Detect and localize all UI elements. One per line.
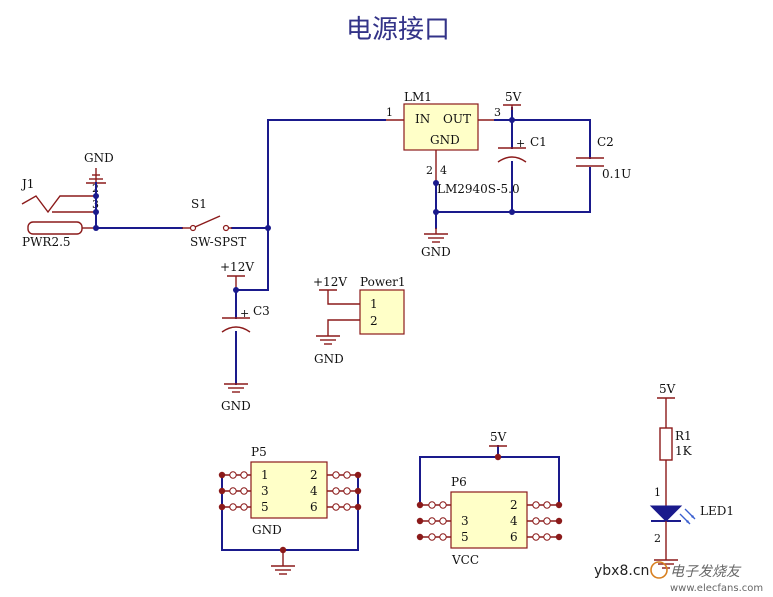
lm1-pin4-num: 4	[440, 164, 447, 177]
power1-pin2: 2	[370, 314, 378, 328]
power1-ref: Power1	[360, 275, 406, 289]
p5-pin4: 4	[310, 484, 318, 498]
watermark-brand: 电子发烧友	[670, 564, 742, 580]
p6-ref: P6	[451, 475, 467, 489]
led1-pin2: 2	[654, 532, 661, 545]
j1-power-jack: J1 PWR2.5 2 3	[20, 177, 99, 249]
lm1-body	[403, 103, 479, 151]
s1-value: SW-SPST	[190, 235, 246, 249]
watermark-url: www.elecfans.com	[670, 583, 763, 594]
power1-connector: Power1 1 2 +12V GND	[313, 275, 406, 366]
power-port-5v-p6: 5V	[489, 430, 507, 447]
led1-pin1: 1	[654, 486, 661, 499]
watermark-logo-icon	[650, 561, 668, 579]
p6-pins	[420, 501, 559, 541]
schematic-title: 电源接口	[346, 15, 450, 45]
c3-plus: +	[240, 307, 249, 320]
lm1-pin2-num: 2	[426, 164, 433, 177]
p5-pin6: 6	[310, 500, 318, 514]
p5-pin2: 2	[310, 468, 318, 482]
p6-pin6: 6	[510, 530, 518, 544]
label-5v-lm1: 5V	[505, 90, 522, 104]
p5-gnd-label: GND	[252, 523, 282, 537]
p5-pins	[222, 471, 358, 511]
power1-pin1: 1	[370, 297, 378, 311]
gnd-c3: GND	[221, 383, 251, 413]
r1-value: 1K	[675, 444, 693, 458]
j1-value: PWR2.5	[22, 235, 71, 249]
lm1-pin-out-label: OUT	[443, 112, 471, 126]
p5-pin1: 1	[261, 468, 269, 482]
gnd-label-c3: GND	[221, 399, 251, 413]
lm1-ref: LM1	[404, 90, 432, 104]
r1-body	[659, 427, 673, 461]
p6-pin2: 2	[510, 498, 518, 512]
power-port-5v-r1: 5V	[657, 382, 676, 399]
p5-ref: P5	[251, 445, 267, 459]
capacitor-c3: + C3	[221, 304, 270, 333]
power1-body	[359, 289, 405, 335]
c2-value: 0.1U	[602, 167, 631, 181]
c1-ref: C1	[530, 135, 547, 149]
switch-s1: S1 SW-SPST	[182, 197, 246, 249]
capacitor-c2: C2 0.1U	[576, 135, 631, 181]
resistor-r1: R1 1K	[659, 427, 693, 461]
p6-pin4: 4	[510, 514, 518, 528]
lm1-pin-gnd-label: GND	[430, 133, 460, 147]
label-12v-c3: +12V	[220, 260, 254, 274]
gnd-label-j1: GND	[84, 151, 114, 165]
c2-ref: C2	[597, 135, 614, 149]
c3-ref: C3	[253, 304, 270, 318]
p6-header: P6 2 3 4 5 6 VCC	[450, 475, 528, 567]
lm1-pin3-num: 3	[494, 106, 501, 119]
wire-input	[95, 119, 386, 229]
p6-body	[450, 491, 528, 549]
gnd-j1: GND	[84, 151, 114, 184]
lm1-pin1-num: 1	[386, 106, 393, 119]
label-5v-p6: 5V	[490, 430, 507, 444]
lm1-pin-in-label: IN	[415, 112, 430, 126]
label-5v-r1: 5V	[659, 382, 676, 396]
power-port-5v-lm1: 5V	[503, 90, 522, 110]
gnd-p5	[271, 550, 295, 575]
p5-body	[250, 461, 328, 519]
lm1-regulator: LM1 IN OUT GND 1 3 2 4 LM2940S-5.0	[385, 90, 520, 196]
p5-header: P5 1 2 3 4 5 6 GND	[250, 445, 328, 537]
watermark: ybx8.cn 电子发烧友 www.elecfans.com	[594, 561, 763, 594]
label-12v-power1: +12V	[313, 275, 347, 289]
power-port-12v-c3: +12V	[220, 260, 254, 290]
led1-ref: LED1	[700, 504, 734, 518]
j1-ref: J1	[20, 177, 34, 191]
s1-ref: S1	[191, 197, 207, 211]
p6-pin5: 5	[461, 530, 469, 544]
p5-pin3: 3	[261, 484, 269, 498]
gnd-label-lm1: GND	[421, 245, 451, 259]
gnd-lm1: GND	[421, 228, 451, 259]
capacitor-c1: + C1	[497, 135, 547, 163]
r1-ref: R1	[675, 429, 692, 443]
lm1-value: LM2940S-5.0	[437, 182, 520, 196]
p6-pin3: 3	[461, 514, 469, 528]
p6-vcc-label: VCC	[451, 553, 479, 567]
led-led1: 1 LED1 2	[649, 486, 734, 545]
c1-plus: +	[516, 137, 525, 150]
watermark-site: ybx8.cn	[594, 563, 649, 579]
p5-pin5: 5	[261, 500, 269, 514]
gnd-label-power1: GND	[314, 352, 344, 366]
